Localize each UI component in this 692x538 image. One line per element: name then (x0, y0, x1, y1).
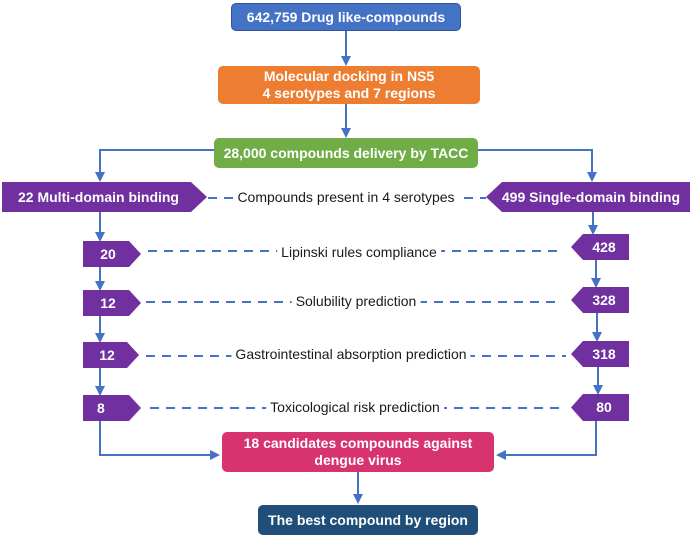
multi-count-toxicological: 8 (83, 395, 141, 421)
molecular-docking-label-line1: Molecular docking in NS5 (263, 68, 435, 84)
tacc-delivery-box: 28,000 compounds delivery by TACC (214, 138, 478, 168)
single-count-toxicological-value: 80 (596, 399, 612, 415)
multi-count-solubility: 12 (83, 290, 141, 316)
arrow-multi-to-candidates (99, 421, 220, 460)
criterion-label-toxicological: Toxicological risk prediction (266, 399, 444, 415)
criterion-label-gastrointestinal: Gastrointestinal absorption prediction (231, 346, 471, 362)
best-compound-label: The best compound by region (268, 511, 468, 528)
multi-count-lipinski: 20 (83, 241, 141, 267)
candidates-label-line1: 18 candidates compounds against (243, 435, 473, 451)
single-domain-binding-tag: 499 Single-domain binding (486, 182, 690, 212)
single-count-solubility-value: 328 (592, 291, 616, 308)
criterion-label-lipinski: Lipinski rules compliance (277, 244, 441, 260)
single-count-gastrointestinal-value: 318 (592, 345, 616, 362)
multi-domain-binding-tag: 22 Multi-domain binding (2, 182, 207, 212)
drug-like-compounds-label: 642,759 Drug like-compounds (246, 8, 446, 25)
tacc-delivery-label: 28,000 compounds delivery by TACC (223, 144, 469, 161)
arrow-single-to-candidates (496, 421, 597, 460)
multi-count-gastrointestinal-value: 12 (99, 346, 115, 363)
molecular-docking-box: Molecular docking in NS5 4 serotypes and… (218, 66, 480, 104)
best-compound-box: The best compound by region (258, 505, 478, 535)
multi-count-gastrointestinal: 12 (83, 342, 139, 368)
multi-count-lipinski-value: 20 (100, 245, 116, 262)
arrow-tacc-to-multi (95, 149, 214, 182)
candidates-label-line2: dengue virus (314, 452, 402, 468)
multi-domain-binding-label: 22 Multi-domain binding (18, 188, 179, 205)
single-count-lipinski-value: 428 (592, 238, 616, 255)
single-count-toxicological: 80 (571, 394, 629, 421)
single-count-gastrointestinal: 318 (571, 341, 629, 367)
drug-like-compounds-box: 642,759 Drug like-compounds (231, 3, 461, 31)
criterion-label-serotypes: Compounds present in 4 serotypes (233, 189, 459, 205)
candidates-box: 18 candidates compounds against dengue v… (222, 432, 494, 472)
criterion-label-solubility: Solubility prediction (291, 293, 421, 309)
multi-count-solubility-value: 12 (100, 294, 116, 311)
single-domain-binding-label: 499 Single-domain binding (501, 188, 680, 205)
single-count-solubility: 328 (571, 287, 629, 313)
molecular-docking-label-line2: 4 serotypes and 7 regions (262, 85, 436, 101)
single-count-lipinski: 428 (571, 234, 629, 260)
arrow-tacc-to-single (478, 149, 597, 182)
multi-count-toxicological-value: 8 (97, 399, 105, 416)
